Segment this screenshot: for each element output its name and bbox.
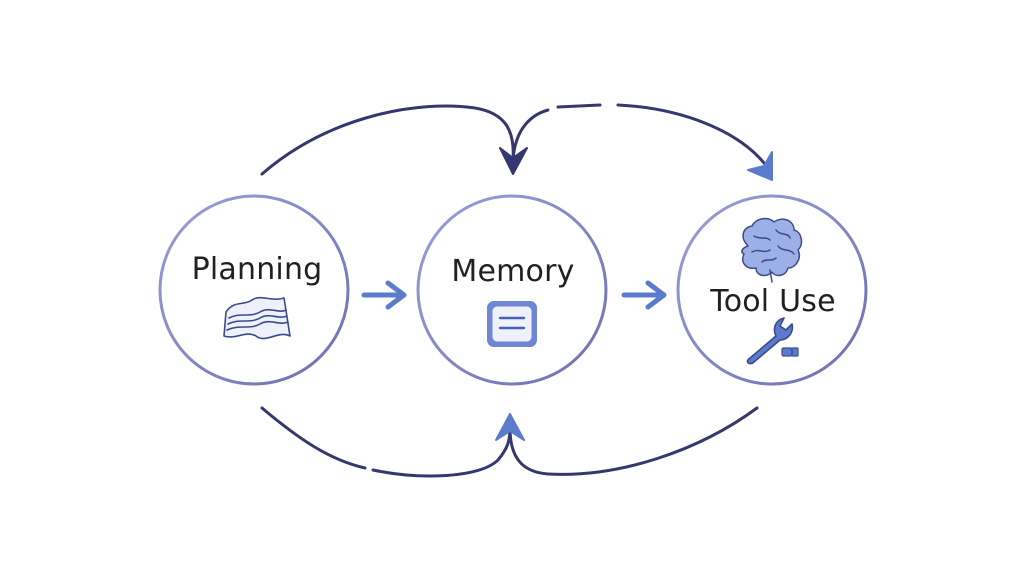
top-arc-memory-to-tooluse-2: [616, 103, 770, 170]
brain-icon: [741, 217, 803, 283]
map-icon: [223, 296, 291, 340]
top-arrowhead-tooluse: [747, 151, 773, 181]
top-arrowhead-memory: [499, 147, 528, 175]
top-arc-memory-to-tooluse: [556, 103, 602, 109]
top-arc-memory-join: [511, 108, 550, 162]
bottom-arc-tooluse-to-memory: [508, 406, 759, 476]
node-planning-circle: [158, 194, 350, 386]
node-memory-label: Memory: [451, 254, 575, 289]
wrench-icon: [746, 317, 799, 365]
node-tooluse-circle: [676, 194, 868, 386]
memory-chip-icon: [487, 301, 537, 347]
node-planning-label: Planning: [191, 252, 323, 287]
bottom-arc-planning-to-memory: [260, 406, 367, 470]
node-memory-circle: [416, 194, 608, 386]
arrow-planning-to-memory: [361, 280, 407, 310]
bottom-arrowhead-memory: [495, 413, 525, 441]
bottom-arc-planning-to-memory-2: [371, 426, 512, 478]
node-tooluse-label: Tool Use: [710, 284, 836, 319]
arrow-memory-to-tooluse: [621, 280, 667, 310]
top-arc-planning-to-memory: [260, 104, 515, 176]
